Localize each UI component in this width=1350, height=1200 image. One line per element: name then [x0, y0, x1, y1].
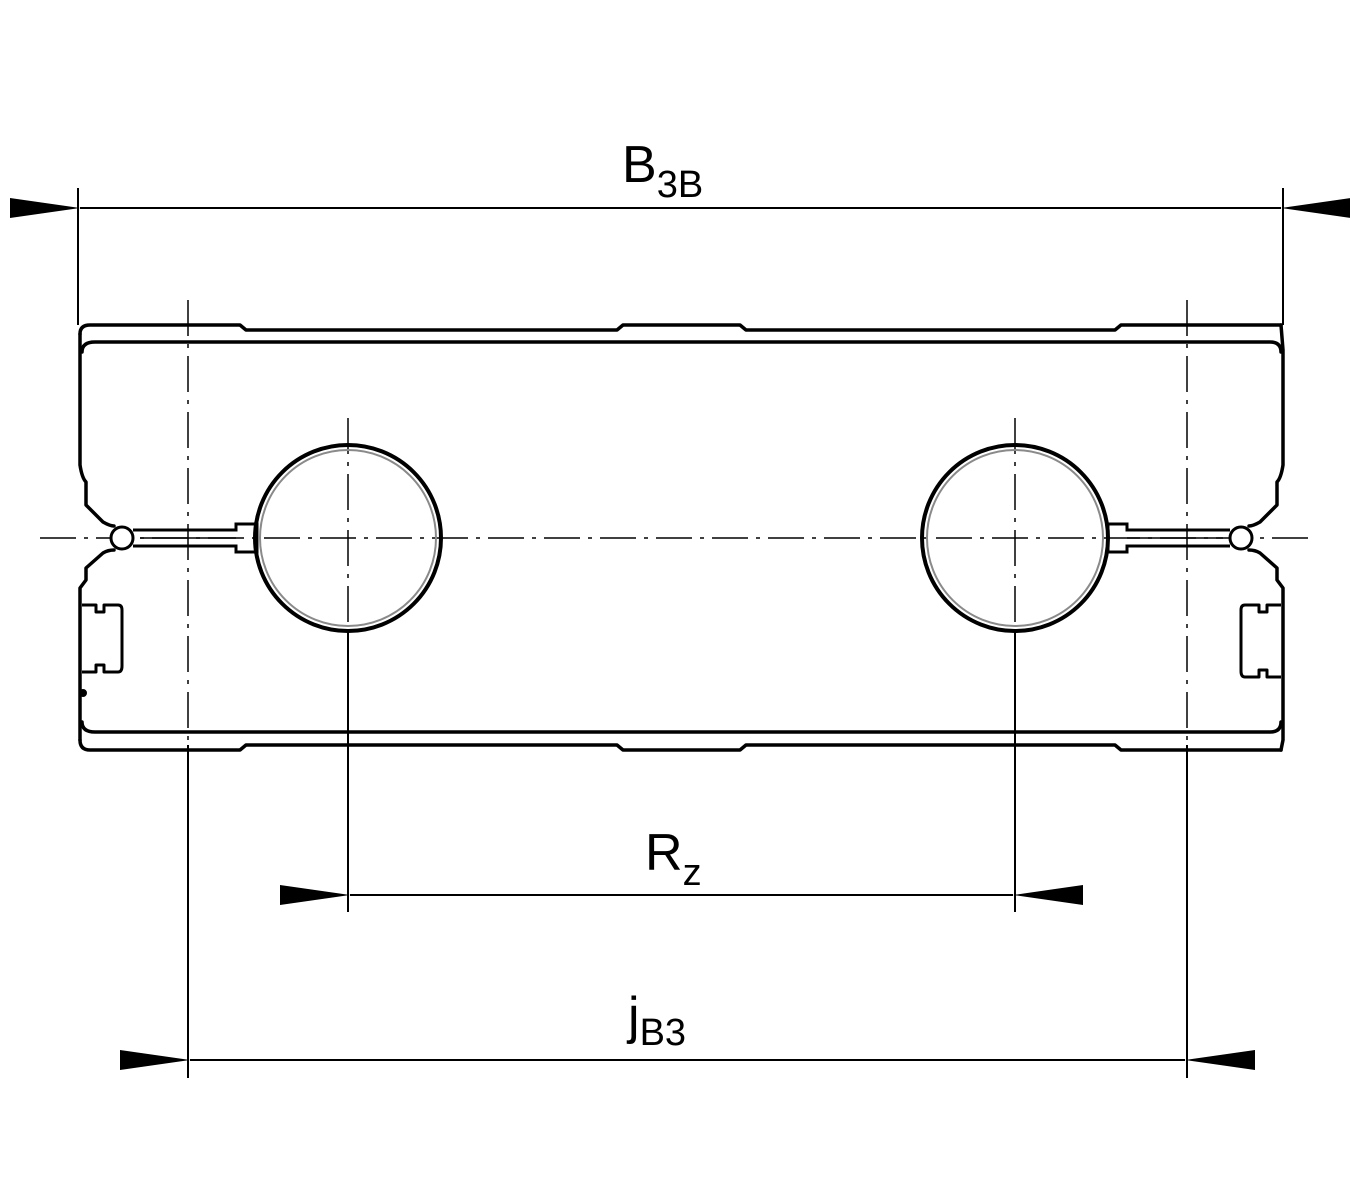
left-slot-outline: [82, 603, 124, 674]
extension-lines: [77, 188, 1284, 1078]
left-seal-detail: [109, 522, 259, 554]
left-bore-inner-circle: [259, 449, 437, 627]
body-right-upper-side: [1247, 323, 1285, 528]
right-side-slot: [1239, 603, 1281, 679]
body-right-lower-side: [1247, 548, 1285, 752]
left-side-slot: [79, 603, 124, 697]
right-bore-outer-circle: [920, 443, 1110, 633]
body-top-edge: [78, 323, 1283, 336]
label-overall-width-subscript: 3B: [657, 164, 703, 206]
body-bottom-inner-edge: [80, 720, 1283, 734]
label-overall-width-symbol: B: [622, 136, 657, 194]
label-overall-width: B3B: [622, 136, 703, 206]
body-left-lower-side: [78, 548, 116, 742]
carriage-body: [78, 323, 1285, 752]
label-mounting-distance-subscript: B3: [640, 1012, 686, 1054]
body-bottom-edge: [78, 738, 1283, 752]
left-rail-bore: [253, 443, 443, 633]
left-seal-ball: [109, 525, 135, 551]
center-lines: [40, 300, 1312, 745]
label-rail-spacing-symbol: R: [645, 824, 683, 882]
right-bore-inner-circle: [926, 449, 1104, 627]
right-slot-outline: [1239, 603, 1281, 679]
dimension-lines: [10, 198, 1350, 1070]
left-bore-outer-circle: [253, 443, 443, 633]
label-rail-spacing: Rz: [645, 824, 702, 894]
right-seal-ball: [1228, 525, 1254, 551]
label-mounting-distance-symbol: j: [626, 987, 640, 1045]
right-seal-detail: [1106, 522, 1254, 554]
right-rail-bore: [920, 443, 1110, 633]
body-left-upper-side: [78, 332, 116, 528]
label-rail-spacing-subscript: z: [683, 852, 702, 894]
label-mounting-distance: jB3: [626, 987, 686, 1054]
left-slot-mark: [79, 689, 87, 697]
body-top-inner-edge: [80, 340, 1283, 354]
